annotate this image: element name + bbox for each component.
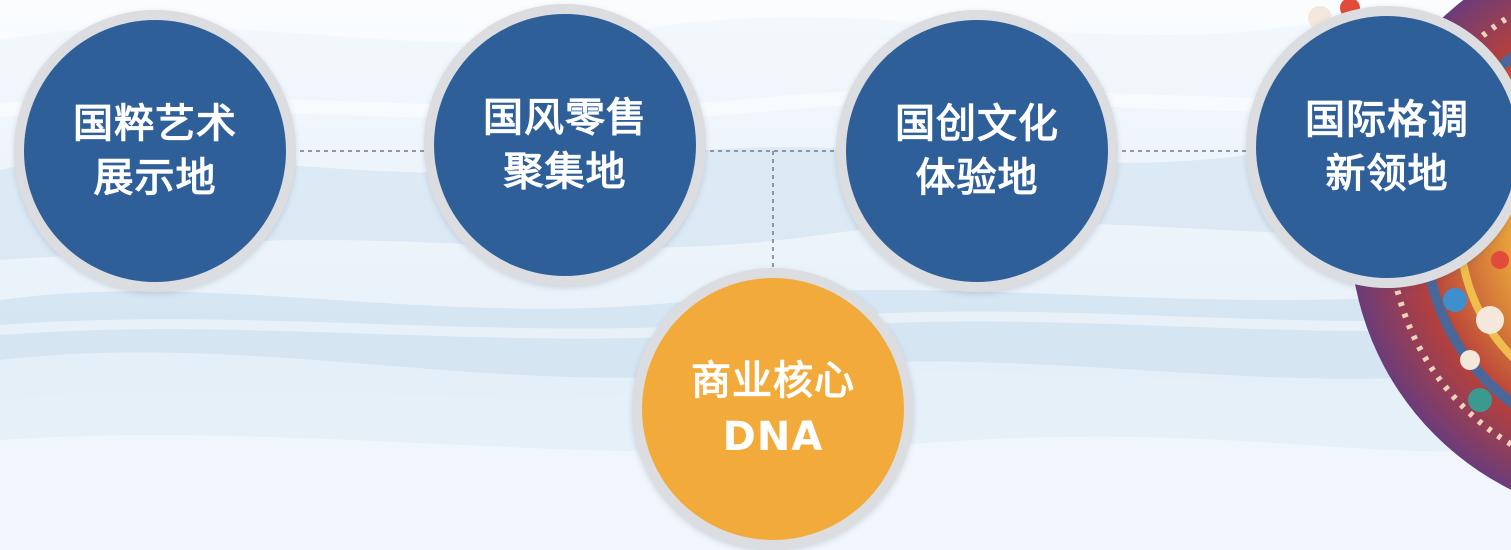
connector-lines — [292, 150, 1250, 272]
node-guofeng-retail: 国风零售 聚集地 — [424, 4, 706, 286]
node-label-line-2: 展示地 — [93, 155, 217, 201]
node-label-line-1: 国创文化 — [895, 101, 1059, 147]
node-disc — [434, 14, 696, 276]
node-label-line-2: DNA — [722, 414, 824, 460]
node-label-line-2: 体验地 — [915, 155, 1039, 201]
node-core-dna: 商业核心 DNA — [632, 268, 914, 550]
node-label: 商业核心 DNA — [691, 353, 855, 465]
node-disc — [846, 20, 1108, 282]
node-label-line-1: 商业核心 — [691, 358, 855, 404]
node-guoji-style: 国际格调 新领地 — [1246, 6, 1511, 288]
node-label-line-1: 国际格调 — [1305, 97, 1469, 143]
node-disc — [1256, 16, 1511, 278]
node-label: 国风零售 聚集地 — [483, 91, 647, 199]
node-label-line-2: 新领地 — [1325, 151, 1449, 197]
node-label: 国粹艺术 展示地 — [73, 97, 237, 205]
node-disc — [24, 20, 286, 282]
node-label-line-2: 聚集地 — [503, 149, 627, 195]
node-label-line-1: 国粹艺术 — [73, 101, 237, 147]
node-label: 国创文化 体验地 — [895, 97, 1059, 205]
node-label: 国际格调 新领地 — [1305, 93, 1469, 201]
node-guocui-art: 国粹艺术 展示地 — [14, 10, 296, 292]
node-disc — [642, 278, 904, 540]
node-label-line-1: 国风零售 — [483, 95, 647, 141]
node-guochuang-culture: 国创文化 体验地 — [836, 10, 1118, 292]
